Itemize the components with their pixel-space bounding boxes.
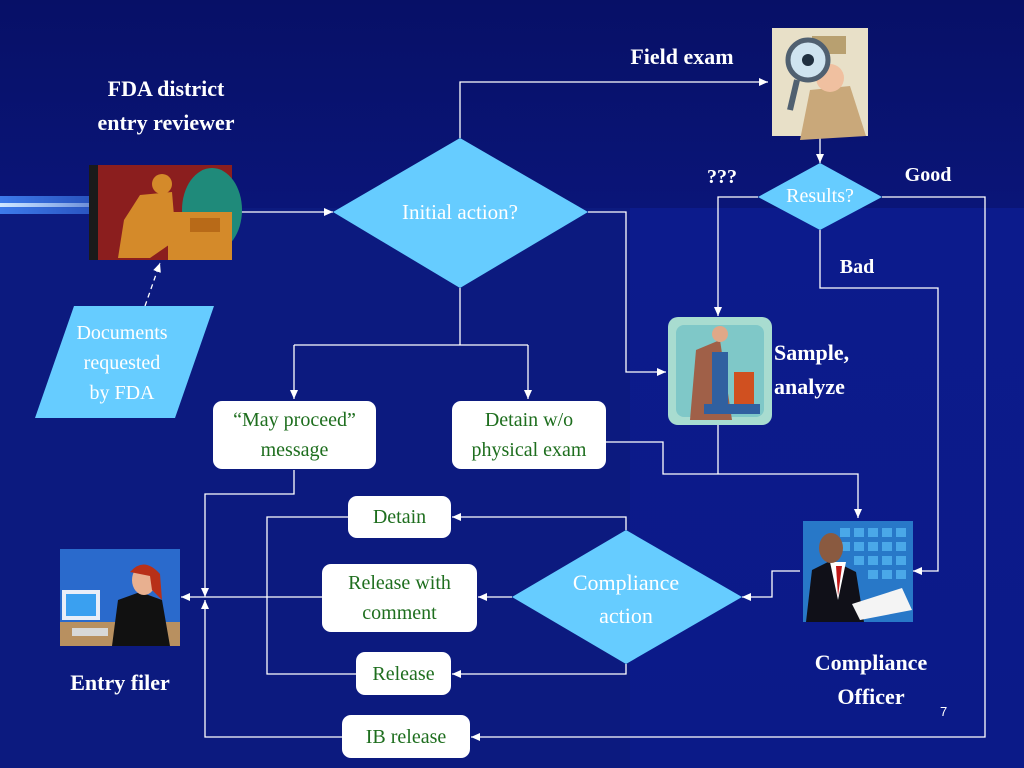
results-text: Results? (786, 185, 854, 207)
arrow-officer-to-compliance (742, 570, 800, 601)
compliance-action-diamond (512, 530, 742, 664)
page-number: 7 (940, 704, 948, 719)
arrow-detain-wo-to-officer (606, 441, 862, 518)
detain-box: Detain (348, 496, 451, 538)
field-exam-label: Field exam (630, 44, 734, 69)
compliance-action-text: Compliance action (572, 570, 680, 628)
arrow-documents-to-reviewer (144, 262, 161, 307)
sample-analyze-clipart (668, 317, 772, 425)
entry-filer-label: Entry filer (70, 670, 170, 695)
initial-action-diamond (333, 138, 588, 288)
good-result-label: Good (904, 164, 952, 186)
release-with-comment-box: Release with comment (322, 564, 477, 632)
release-box: Release (356, 652, 451, 695)
arrow-initial-to-field-exam (459, 78, 768, 138)
reviewer-clipart (89, 165, 242, 260)
bad-result-label: Bad (839, 256, 875, 278)
arrow-may-proceed-to-filer (201, 470, 295, 597)
arrow-ib-to-filer (201, 600, 342, 738)
detain-without-exam-box: Detain w/o physical exam (452, 401, 606, 469)
fda-reviewer-label: FDA district entry reviewer (97, 76, 235, 135)
arrow-compliance-to-release (452, 664, 627, 678)
arrow-results-good-to-ib (471, 196, 986, 741)
field-exam-clipart (772, 28, 868, 140)
sample-analyze-label: Sample, analyze (774, 340, 850, 399)
background-left-panel (0, 208, 630, 768)
documents-parallelogram (35, 306, 214, 418)
arrow-to-may-proceed (294, 344, 528, 399)
arrow-results-to-sample (714, 196, 758, 316)
initial-action-text: Initial action? (401, 200, 519, 224)
compliance-officer-label: Compliance Officer (814, 650, 928, 709)
ib-release-box: IB release (342, 715, 470, 758)
may-proceed-box: “May proceed” message (213, 401, 376, 469)
light-streak-core (0, 203, 150, 207)
arrow-results-bad-to-officer (819, 230, 939, 575)
compliance-officer-clipart (803, 521, 913, 622)
unknown-result-label: ??? (707, 166, 737, 188)
arrow-compliance-to-detain (452, 513, 627, 530)
documents-requested-text: Documents requested by FDA (76, 322, 168, 404)
entry-filer-clipart (60, 549, 180, 646)
line-detain-back (266, 516, 356, 675)
results-diamond (758, 163, 882, 230)
arrow-initial-to-sample (588, 211, 666, 376)
